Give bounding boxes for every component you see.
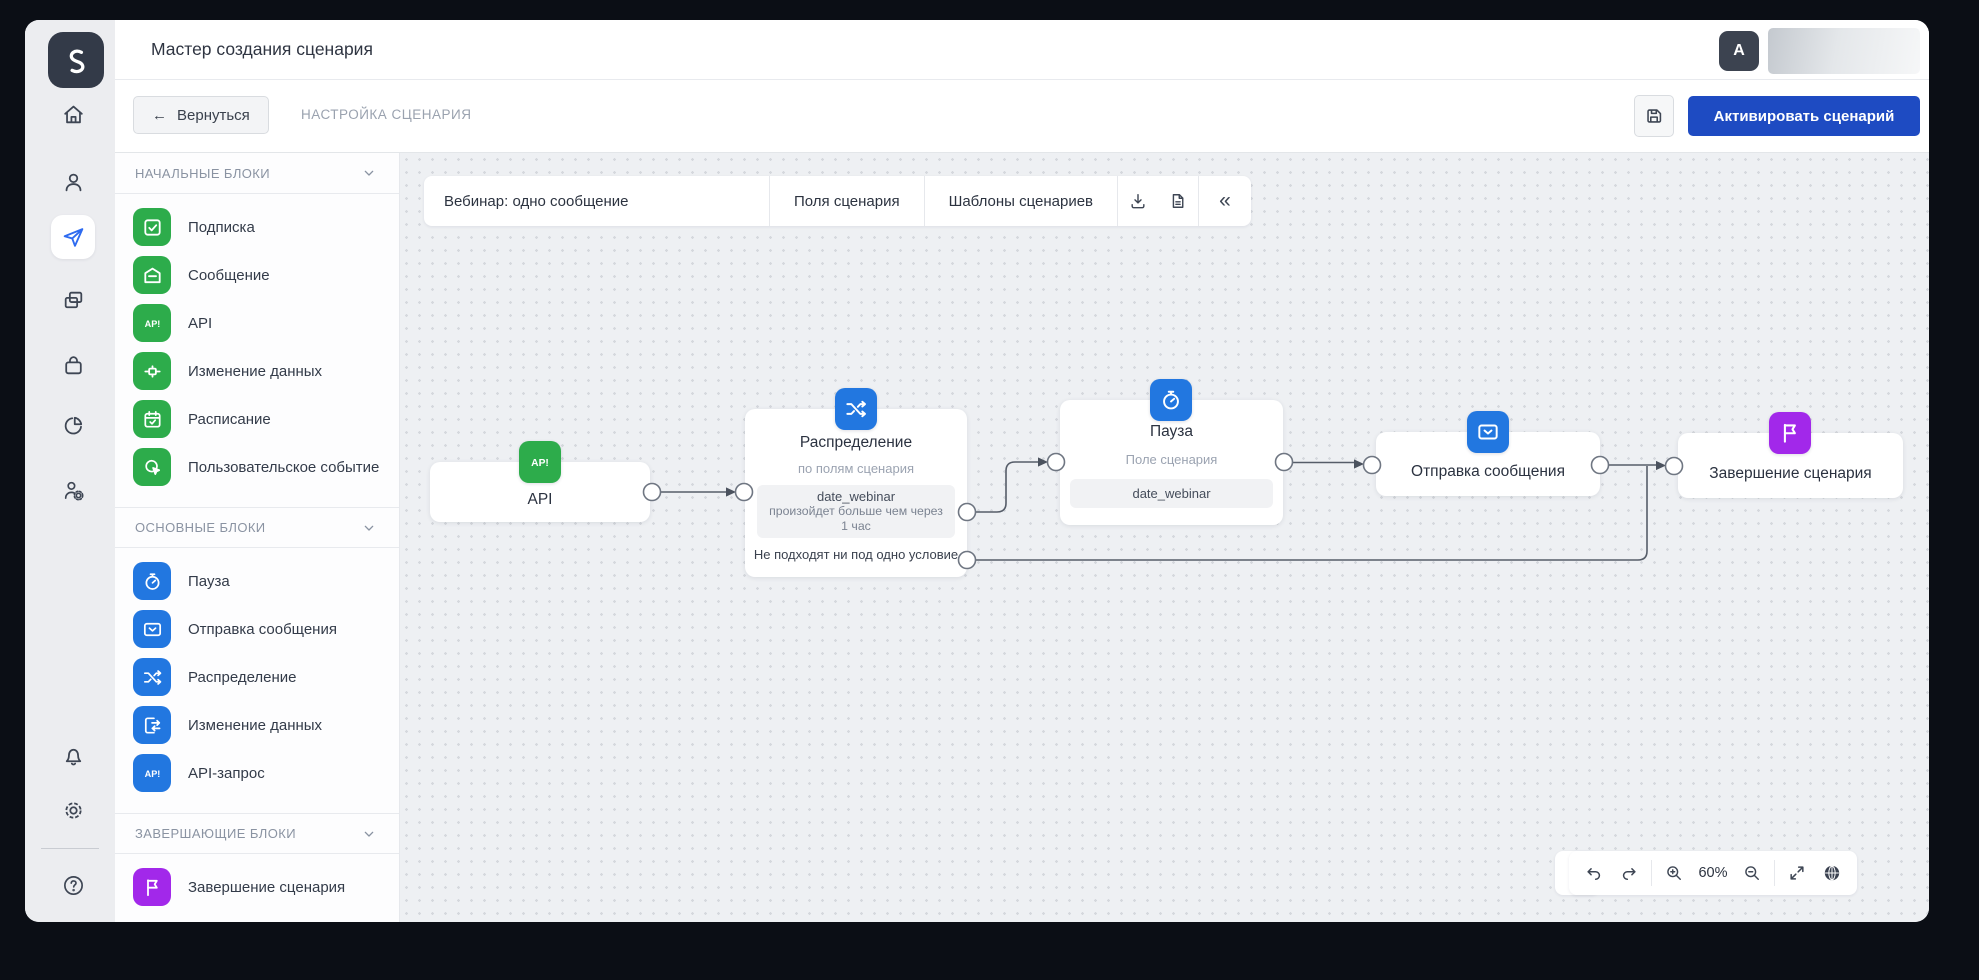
subheader-bar: ← Вернуться НАСТРОЙКА СЦЕНАРИЯ Активиров… xyxy=(115,80,1929,153)
palette-section-main-header[interactable]: ОСНОВНЫЕ БЛОКИ xyxy=(115,507,399,548)
distribution-node-badge xyxy=(835,388,877,430)
save-button[interactable] xyxy=(1634,95,1674,137)
pause-timer-icon xyxy=(133,562,171,600)
flow-canvas[interactable]: Вебинар: одно сообщение Поля сценария Ша… xyxy=(400,153,1929,922)
data-change-icon xyxy=(133,352,171,390)
schedule-calendar-icon xyxy=(133,400,171,438)
palette-item-api[interactable]: API xyxy=(115,299,399,347)
palette-item-schedule[interactable]: Расписание xyxy=(115,395,399,443)
chevron-down-icon xyxy=(361,826,377,842)
palette-item-distribution[interactable]: Распределение xyxy=(115,653,399,701)
help-icon[interactable] xyxy=(51,863,95,907)
contacts-icon[interactable] xyxy=(51,160,95,204)
download-icon[interactable] xyxy=(1118,176,1158,226)
app-window: Мастер создания сценария A ← Вернуться Н… xyxy=(25,20,1929,922)
campaigns-icon[interactable] xyxy=(51,215,95,259)
header-bar: Мастер создания сценария A xyxy=(115,20,1929,80)
palette-item-send-message[interactable]: Отправка сообщения xyxy=(115,605,399,653)
document-icon[interactable] xyxy=(1158,176,1198,226)
redo-icon[interactable] xyxy=(1616,860,1642,886)
send-node-badge xyxy=(1467,411,1509,453)
chevron-down-icon xyxy=(361,165,377,181)
rail-divider xyxy=(41,848,99,849)
palette-item-pause[interactable]: Пауза xyxy=(115,557,399,605)
home-icon[interactable] xyxy=(51,92,95,136)
icon-rail xyxy=(25,20,115,922)
undo-icon[interactable] xyxy=(1581,860,1607,886)
zoom-out-icon[interactable] xyxy=(1739,860,1765,886)
distribution-condition[interactable]: date_webinar произойдет больше чем через… xyxy=(757,485,955,538)
palette-section-main: ОСНОВНЫЕ БЛОКИ Пауза Отправка сообщения … xyxy=(115,507,399,813)
split-shuffle-icon xyxy=(133,658,171,696)
distribution-fallback-label: Не подходят ни под одно условие xyxy=(753,547,959,562)
user-name-blurred xyxy=(1768,28,1920,74)
palette-item-user-event[interactable]: Пользовательское событие xyxy=(115,443,399,491)
shop-icon[interactable] xyxy=(51,343,95,387)
api-icon xyxy=(133,304,171,342)
fit-screen-icon[interactable] xyxy=(1784,860,1810,886)
palette-item-message[interactable]: Сообщение xyxy=(115,251,399,299)
app-logo[interactable] xyxy=(48,32,104,88)
collapse-left-icon[interactable]: « xyxy=(1219,189,1231,212)
flow-edges xyxy=(642,452,1684,570)
finish-node-badge xyxy=(1769,412,1811,454)
page-title: Мастер создания сценария xyxy=(151,39,373,59)
palette-section-title: ЗАВЕРШАЮЩИЕ БЛОКИ xyxy=(135,826,296,841)
scenario-fields-button[interactable]: Поля сценария xyxy=(794,192,900,210)
notifications-icon[interactable] xyxy=(51,733,95,777)
palette-item-finish[interactable]: Завершение сценария xyxy=(115,863,399,911)
scenario-templates-button[interactable]: Шаблоны сценариев xyxy=(948,192,1094,210)
avatar[interactable]: A xyxy=(1719,31,1759,71)
node-distribution[interactable]: Распределение по полям сценария date_web… xyxy=(745,409,967,577)
api-node-badge xyxy=(519,441,561,483)
finish-flag-icon xyxy=(133,868,171,906)
palette-item-subscribe[interactable]: Подписка xyxy=(115,203,399,251)
back-button-label: Вернуться xyxy=(177,106,250,124)
incoming-message-icon xyxy=(133,256,171,294)
zoom-level: 60% xyxy=(1698,865,1728,881)
back-arrow-icon: ← xyxy=(152,106,167,124)
palette-item-data-update[interactable]: Изменение данных xyxy=(115,701,399,749)
pause-field: date_webinar xyxy=(1132,486,1211,501)
settings-icon[interactable] xyxy=(51,788,95,832)
canvas-controls-bar: 60% xyxy=(1569,851,1857,895)
palette-item-api-request[interactable]: API-запрос xyxy=(115,749,399,797)
palette-section-start: НАЧАЛЬНЫЕ БЛОКИ Подписка Сообщение API И… xyxy=(115,153,399,507)
send-message-icon xyxy=(133,610,171,648)
pause-node-badge xyxy=(1150,379,1192,421)
palette-section-start-header[interactable]: НАЧАЛЬНЫЕ БЛОКИ xyxy=(115,153,399,194)
palette-section-title: НАЧАЛЬНЫЕ БЛОКИ xyxy=(135,165,270,181)
pages-icon[interactable] xyxy=(51,278,95,322)
globe-icon[interactable] xyxy=(1819,860,1845,886)
chevron-down-icon xyxy=(361,520,377,536)
data-update-icon xyxy=(133,706,171,744)
palette-section-title: ОСНОВНЫЕ БЛОКИ xyxy=(135,520,266,535)
back-button[interactable]: ← Вернуться xyxy=(133,96,269,134)
palette-section-final: ЗАВЕРШАЮЩИЕ БЛОКИ Завершение сценария xyxy=(115,813,399,922)
palette-item-data-change[interactable]: Изменение данных xyxy=(115,347,399,395)
block-palette: НАЧАЛЬНЫЕ БЛОКИ Подписка Сообщение API И… xyxy=(115,153,400,922)
palette-section-final-header[interactable]: ЗАВЕРШАЮЩИЕ БЛОКИ xyxy=(115,813,399,854)
audience-icon[interactable] xyxy=(51,468,95,512)
api-icon xyxy=(133,754,171,792)
stats-icon[interactable] xyxy=(51,403,95,447)
user-event-icon xyxy=(133,448,171,486)
scenario-name: Вебинар: одно сообщение xyxy=(444,192,629,210)
breadcrumb: НАСТРОЙКА СЦЕНАРИЯ xyxy=(301,107,472,122)
subscribe-check-icon xyxy=(133,208,171,246)
activate-scenario-button[interactable]: Активировать сценарий xyxy=(1688,96,1920,136)
zoom-in-icon[interactable] xyxy=(1661,860,1687,886)
canvas-toolbar: Вебинар: одно сообщение Поля сценария Ша… xyxy=(424,176,1252,226)
